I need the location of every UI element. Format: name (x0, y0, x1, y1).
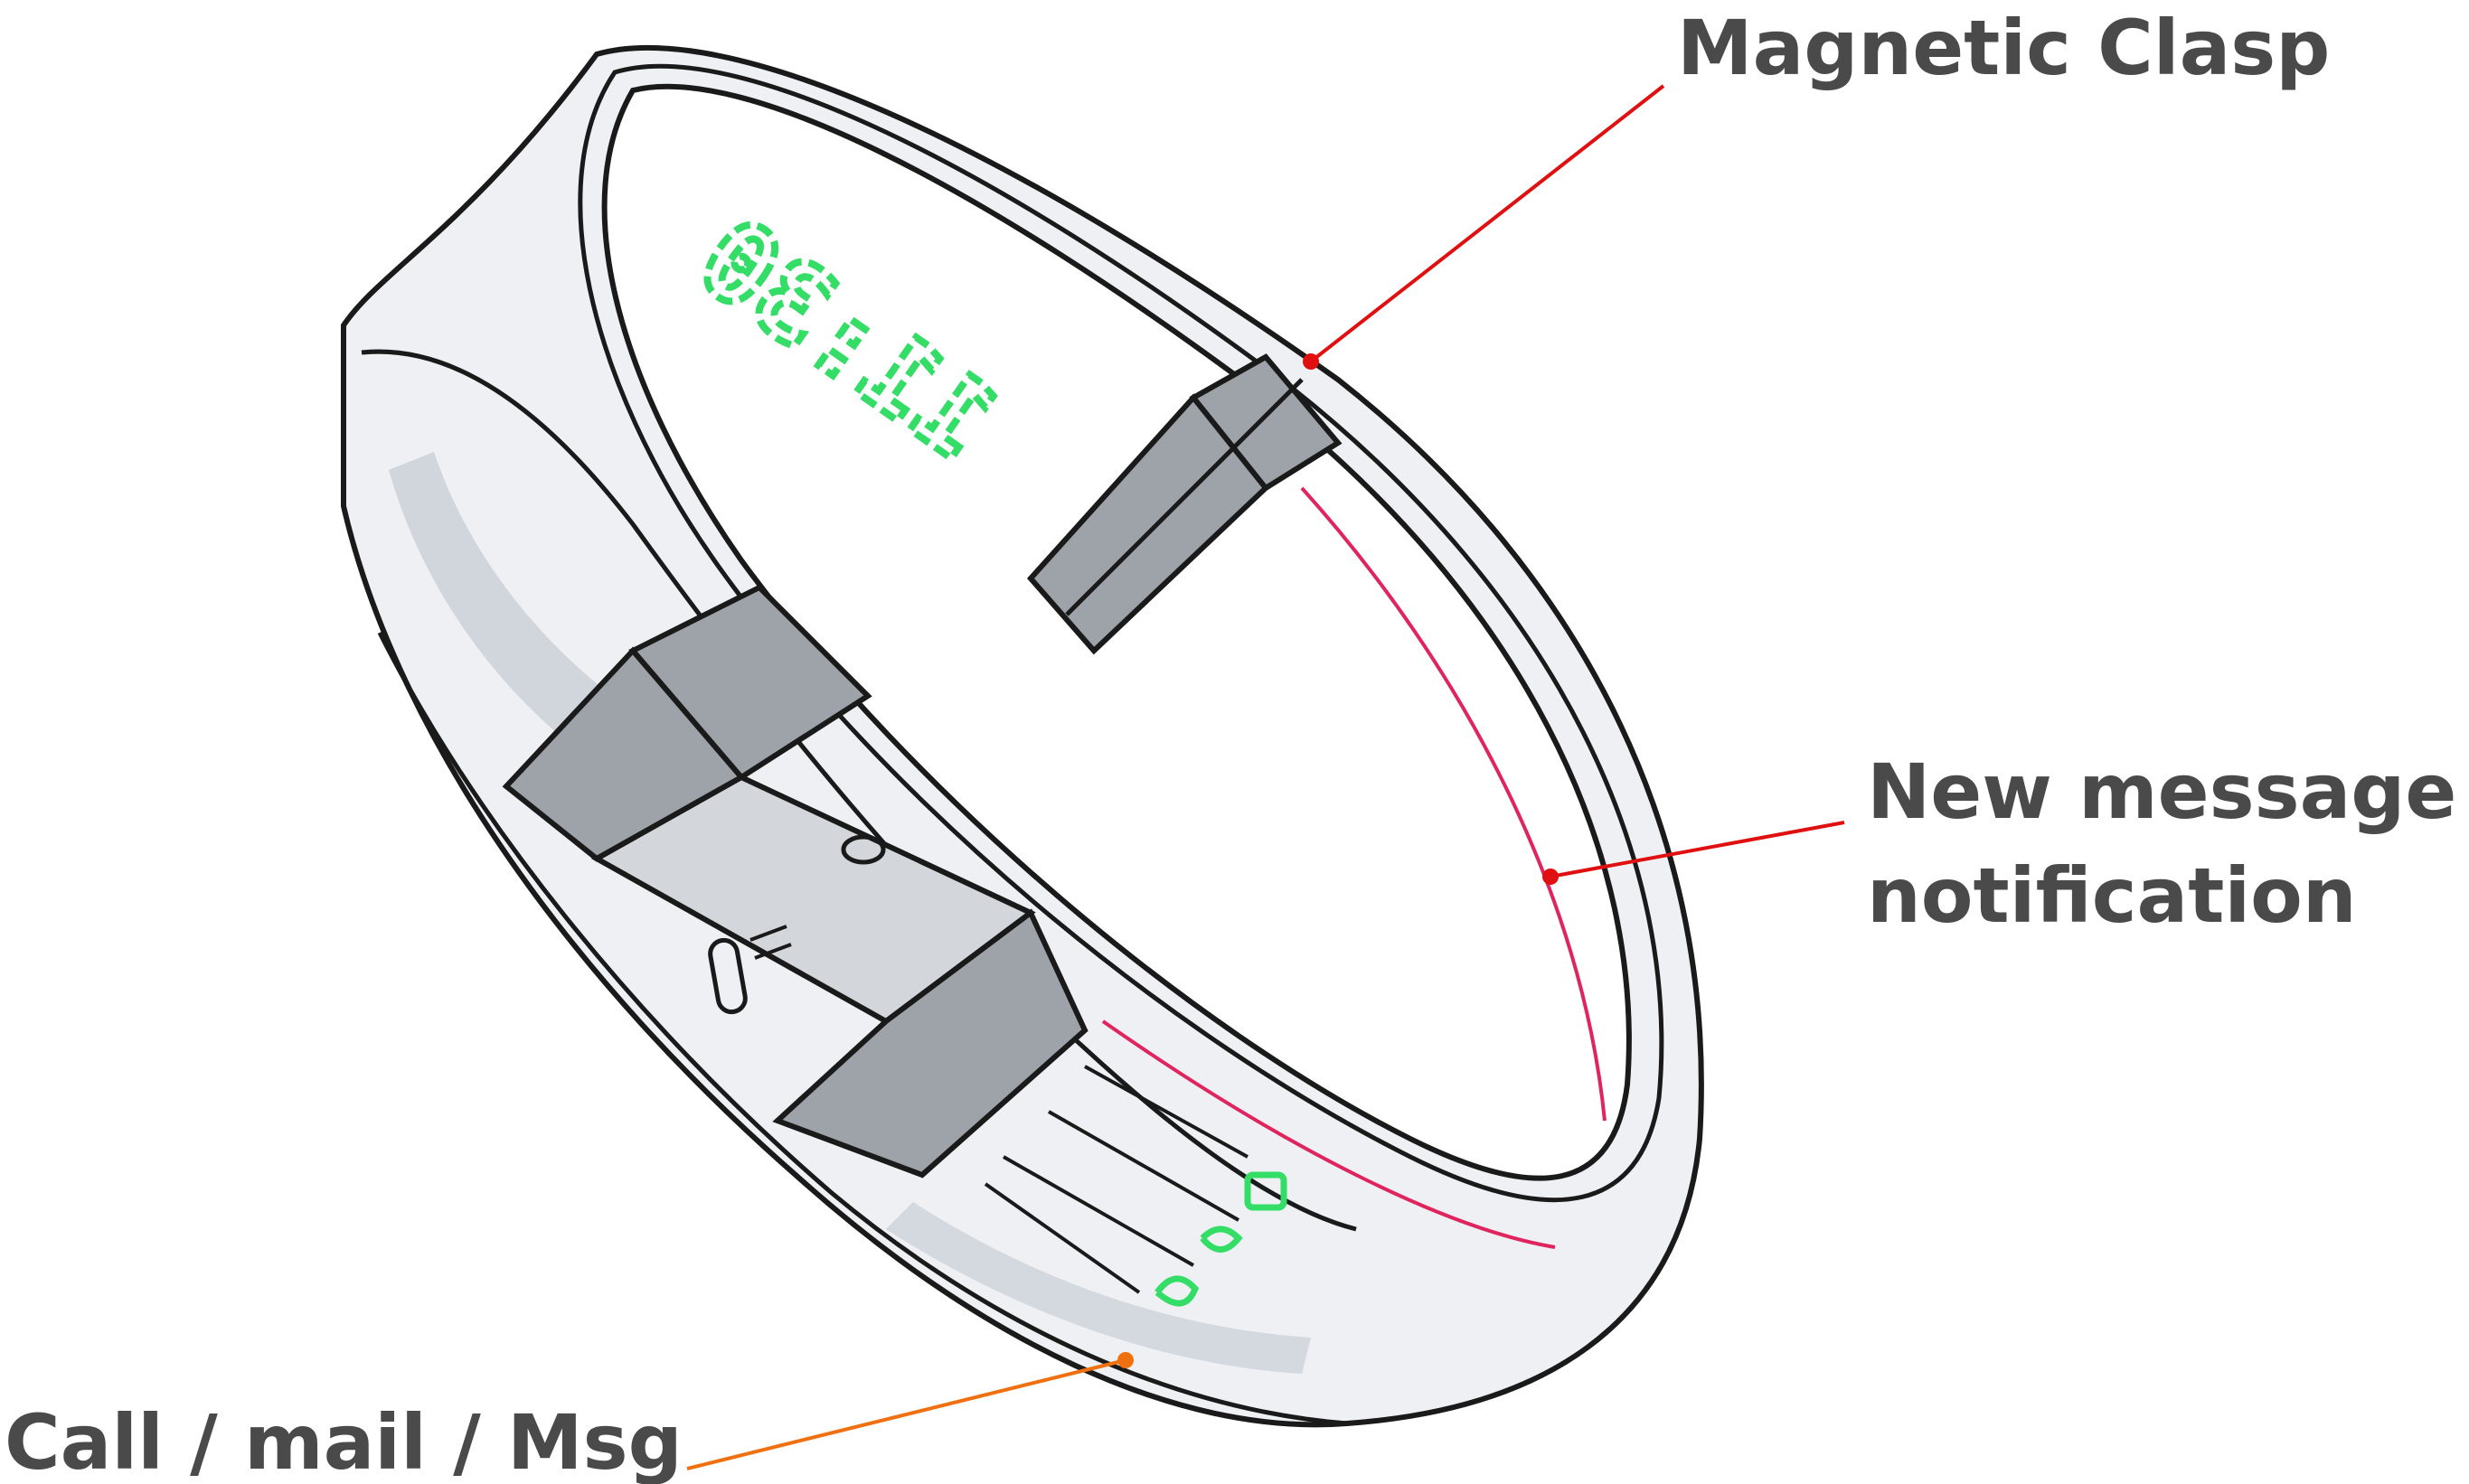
back-clasp-seam (1065, 378, 1304, 616)
mail-icon (1200, 1226, 1243, 1253)
notif-line-3 (1003, 1155, 1194, 1267)
notification-led-strip-lower (1101, 1019, 1556, 1249)
band-lower-edge (361, 349, 1357, 1232)
back-clasp (1026, 353, 1343, 655)
label-call-mail-msg: Call / mail / Msg (5, 1398, 683, 1484)
slider-button-icon (708, 937, 748, 1015)
slider-mark-2 (754, 943, 792, 960)
notif-line-2 (1048, 1110, 1239, 1222)
leader-lines (686, 84, 1845, 1470)
label-magnetic-clasp: Magnetic Clasp (1677, 4, 2330, 92)
band-shade-bottom (886, 1202, 1311, 1374)
leader-call-mail-msg-dot (1117, 1352, 1134, 1368)
notif-line-4 (984, 1182, 1141, 1294)
notification-led-strip (1300, 486, 1607, 1122)
bracelet: 11:30 (341, 44, 1704, 1428)
back-clasp-lower (1026, 393, 1270, 655)
slider-mark-1 (749, 925, 787, 942)
leader-new-message-dot (1542, 869, 1559, 885)
power-button-icon (841, 834, 886, 865)
band-shade-left (389, 452, 651, 777)
front-clasp-module (502, 584, 1088, 1179)
phone-icon (1154, 1275, 1200, 1307)
label-new-message-line2: notification (1867, 851, 2357, 940)
leader-magnetic-clasp (1309, 84, 1665, 363)
notification-lines (984, 1065, 1249, 1294)
band-inner-rim (578, 63, 1664, 1203)
led-icons (1154, 1171, 1287, 1307)
front-clasp-dark-left (502, 646, 746, 862)
message-icon (1244, 1171, 1287, 1211)
front-clasp-dark-bottom (772, 908, 1088, 1179)
leader-new-message (1550, 821, 1845, 878)
notif-line-1 (1084, 1065, 1249, 1159)
label-new-message-line1: New message (1867, 747, 2456, 836)
band-bottom-edge (377, 631, 1348, 1426)
leader-magnetic-clasp-dot (1303, 353, 1319, 370)
leader-call-mail-msg (686, 1358, 1126, 1470)
